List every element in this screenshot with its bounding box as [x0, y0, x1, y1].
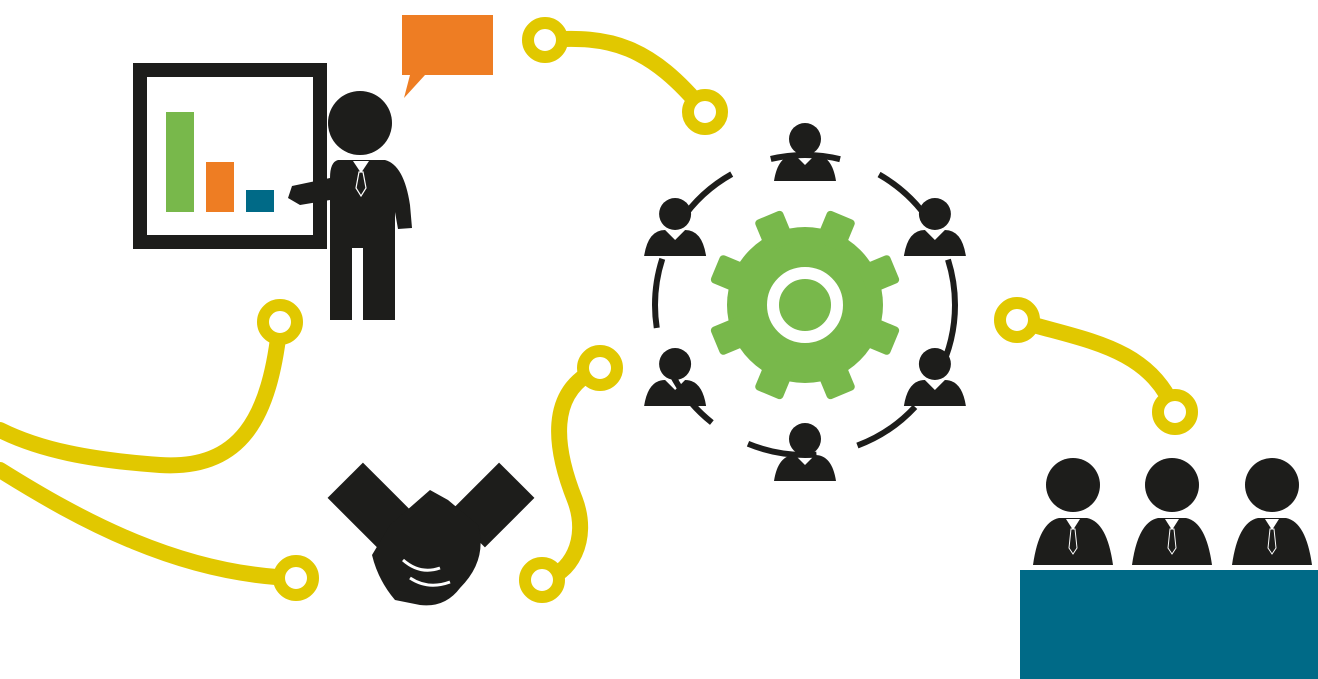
board-bar	[206, 162, 234, 212]
board-bar	[166, 112, 194, 212]
connector-dot	[519, 557, 565, 603]
board-bar	[246, 190, 274, 212]
network-person-icon	[644, 348, 707, 406]
connector-dot	[273, 555, 319, 601]
gear-icon	[710, 210, 900, 400]
presenter-at-board-icon	[133, 15, 493, 320]
connector-lines	[0, 30, 1183, 588]
handshake-hands	[372, 490, 481, 606]
connector-left-upper	[0, 314, 288, 474]
network-person-icon	[903, 348, 966, 406]
team-network-icon	[644, 123, 966, 481]
connector-right	[1009, 312, 1183, 420]
panel-desk	[1020, 570, 1318, 679]
presenter-collar	[353, 161, 369, 173]
gear-tooth	[858, 316, 900, 355]
connector-left-lower	[0, 462, 304, 586]
gear-inner-ring	[767, 267, 843, 343]
panel-person-icon	[1033, 458, 1113, 565]
connector-middle	[534, 360, 608, 588]
handshake-icon	[327, 462, 535, 606]
gear-tooth	[710, 255, 752, 294]
connector-top	[537, 30, 713, 120]
network-person-icon	[774, 123, 836, 181]
panel-person-icon	[1232, 458, 1312, 565]
connector-dot	[682, 89, 728, 135]
gear-tooth	[858, 255, 900, 294]
presentation-board	[133, 63, 327, 249]
connector-dot	[522, 17, 568, 63]
panel-of-three-people-icon	[1020, 458, 1318, 679]
connector-dot	[994, 297, 1040, 343]
presenter-body	[288, 160, 412, 320]
gear-tooth	[755, 358, 794, 400]
connector-dot	[257, 299, 303, 345]
gear-tooth	[816, 210, 855, 252]
connector-dots	[257, 17, 1198, 603]
panel-person-icon	[1132, 458, 1212, 565]
board-bar-chart	[166, 112, 274, 212]
network-person-icon	[644, 198, 707, 256]
connector-dot	[577, 345, 623, 391]
gear-tooth	[755, 210, 794, 252]
presenter-tie	[355, 171, 367, 198]
network-person-icon	[903, 198, 966, 256]
connector-dot	[1152, 389, 1198, 435]
presenter-head	[328, 91, 392, 155]
gear-tooth	[710, 316, 752, 355]
gear-body	[727, 227, 883, 383]
handshake-fingers	[402, 558, 451, 587]
speech-bubble-icon	[402, 15, 493, 98]
gear-tooth	[816, 358, 855, 400]
